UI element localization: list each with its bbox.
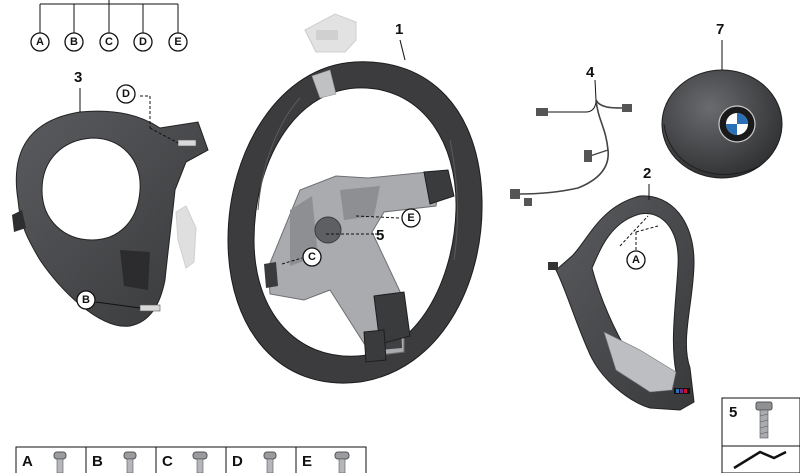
- svg-text:3: 3: [74, 69, 82, 86]
- steering-wheel: [227, 61, 483, 384]
- svg-text:D: D: [122, 88, 130, 100]
- letter-tree: A B C D E: [30, 0, 188, 52]
- table-cell-c: C: [162, 451, 208, 473]
- bmw-logo-icon: [718, 105, 756, 143]
- arrow-icon: [733, 450, 787, 470]
- letter-tree-e: E: [168, 32, 188, 52]
- svg-text:2: 2: [643, 165, 651, 182]
- screw-table: A B C D E: [15, 446, 367, 473]
- table-cell-b: B: [92, 451, 137, 473]
- wiring-harness: [510, 79, 632, 206]
- callout-3: 3: [74, 69, 82, 112]
- svg-text:7: 7: [716, 21, 724, 38]
- svg-text:4: 4: [586, 64, 595, 81]
- svg-text:E: E: [407, 212, 414, 224]
- screw-icon: [123, 451, 137, 473]
- circle-e-wheel: E: [355, 208, 421, 228]
- callout-1: 1: [395, 21, 406, 61]
- svg-text:A: A: [22, 453, 33, 470]
- screw-icon: [263, 451, 277, 473]
- callout-2: 2: [643, 165, 651, 200]
- screw-legend: 5: [721, 397, 800, 473]
- svg-text:D: D: [232, 453, 243, 470]
- circle-a-right: A: [619, 215, 659, 270]
- svg-text:D: D: [139, 36, 147, 48]
- right-steering-cover: [548, 195, 695, 411]
- svg-text:B: B: [92, 453, 103, 470]
- svg-text:E: E: [302, 453, 312, 470]
- svg-text:B: B: [70, 36, 78, 48]
- left-steering-cover: [12, 110, 209, 327]
- ghost-paddle-top: [304, 13, 357, 53]
- svg-text:A: A: [36, 36, 44, 48]
- airbag-module: [661, 69, 783, 179]
- letter-tree-d: D: [133, 32, 153, 52]
- table-cell-a: A: [22, 451, 67, 473]
- bolt-icon: [755, 401, 773, 439]
- svg-text:C: C: [162, 453, 173, 470]
- svg-text:5: 5: [729, 404, 737, 421]
- screw-icon: [53, 451, 67, 473]
- screw-icon: [334, 451, 350, 473]
- callout-5-wheel: 5: [326, 227, 384, 244]
- svg-text:C: C: [308, 251, 316, 263]
- svg-text:1: 1: [395, 21, 403, 38]
- circle-d-left: D: [116, 84, 179, 144]
- svg-text:5: 5: [376, 227, 384, 244]
- svg-text:A: A: [632, 254, 640, 266]
- circle-c-wheel: C: [281, 247, 322, 267]
- table-cell-d: D: [232, 451, 277, 473]
- ghost-paddle-left: [175, 205, 197, 269]
- svg-text:C: C: [105, 36, 113, 48]
- circle-b-left: B: [76, 290, 141, 310]
- letter-tree-a: A: [30, 32, 50, 52]
- screw-icon: [192, 451, 208, 473]
- callout-4: 4: [586, 64, 595, 81]
- letter-tree-c: C: [99, 32, 119, 52]
- letter-tree-b: B: [64, 32, 84, 52]
- table-cell-e: E: [302, 451, 350, 473]
- m-badge-icon: [674, 388, 690, 394]
- svg-text:B: B: [82, 294, 90, 306]
- callout-7: 7: [716, 21, 724, 70]
- svg-text:E: E: [174, 36, 181, 48]
